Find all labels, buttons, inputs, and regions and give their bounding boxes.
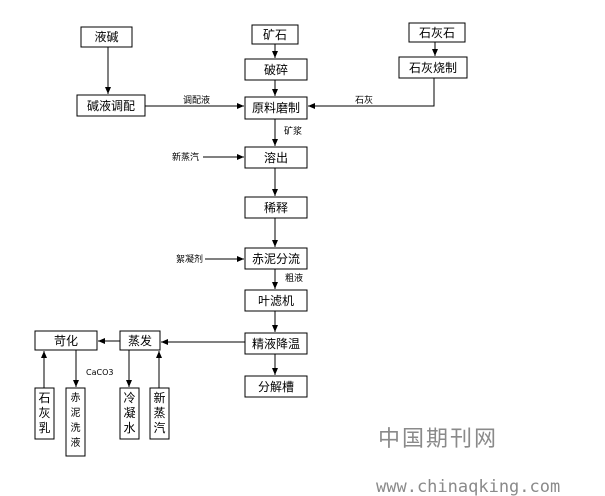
node-fine-liquor-cooling: 精液降温 bbox=[244, 332, 308, 355]
svg-text:石灰烧制: 石灰烧制 bbox=[409, 61, 457, 75]
node-fresh-steam-2: 新蒸汽 bbox=[149, 387, 170, 440]
svg-text:溶出: 溶出 bbox=[264, 150, 288, 165]
edge-label-lime: 石灰 bbox=[355, 94, 373, 106]
node-condensate: 冷凝水 bbox=[119, 387, 140, 440]
node-red-mud-wash: 赤泥洗液 bbox=[65, 387, 86, 457]
svg-text:蒸发: 蒸发 bbox=[128, 333, 152, 348]
edge-label-crude-liquor: 粗液 bbox=[285, 272, 303, 284]
svg-text:苛化: 苛化 bbox=[54, 334, 78, 348]
node-causticization: 苛化 bbox=[34, 330, 98, 351]
edge-label-flocculant: 絮凝剂 bbox=[176, 253, 203, 265]
edge-label-fresh-steam: 新蒸汽 bbox=[172, 151, 199, 163]
svg-text:破碎: 破碎 bbox=[264, 62, 288, 77]
svg-text:稀释: 稀释 bbox=[264, 201, 288, 215]
watermark-site-name: 中国期刊网 bbox=[378, 427, 498, 452]
node-raw-grinding: 原料磨制 bbox=[244, 96, 308, 120]
edge-label-slurry: 矿浆 bbox=[284, 125, 302, 137]
node-dilution: 稀释 bbox=[244, 196, 308, 219]
edge-label-blended-liquor: 调配液 bbox=[183, 94, 210, 106]
node-ore: 矿石 bbox=[251, 24, 299, 45]
svg-text:石灰石: 石灰石 bbox=[419, 26, 455, 40]
node-crushing: 破碎 bbox=[244, 58, 308, 81]
svg-text:矿石: 矿石 bbox=[263, 28, 287, 42]
node-caustic-blending: 碱液调配 bbox=[76, 94, 146, 117]
node-decomposition-tank: 分解槽 bbox=[244, 375, 308, 398]
svg-text:液碱: 液碱 bbox=[94, 29, 118, 44]
vertical-text: 石灰乳 bbox=[38, 391, 50, 435]
svg-text:赤泥分流: 赤泥分流 bbox=[252, 252, 300, 266]
watermark-url: www.chinaqking.com bbox=[376, 477, 560, 496]
edge-label-caco3: CaCO3 bbox=[86, 368, 113, 377]
svg-text:叶滤机: 叶滤机 bbox=[258, 294, 294, 308]
node-limestone: 石灰石 bbox=[408, 22, 466, 43]
vertical-text: 冷凝水 bbox=[123, 391, 135, 435]
node-digestion: 溶出 bbox=[244, 146, 308, 169]
svg-text:原料磨制: 原料磨制 bbox=[252, 101, 300, 115]
svg-text:精液降温: 精液降温 bbox=[252, 336, 300, 351]
edge-lime-to-grinding bbox=[308, 78, 435, 109]
node-liquid-caustic: 液碱 bbox=[80, 26, 133, 48]
node-evaporation: 蒸发 bbox=[119, 330, 161, 351]
svg-text:分解槽: 分解槽 bbox=[258, 380, 294, 394]
svg-text:碱液调配: 碱液调配 bbox=[87, 98, 135, 113]
vertical-text: 新蒸汽 bbox=[153, 390, 165, 435]
node-lime-burning: 石灰烧制 bbox=[398, 56, 468, 79]
node-lime-milk: 石灰乳 bbox=[34, 387, 55, 440]
node-red-mud-separation: 赤泥分流 bbox=[244, 247, 308, 270]
node-leaf-filter: 叶滤机 bbox=[244, 289, 308, 312]
vertical-text: 赤泥洗液 bbox=[71, 392, 81, 449]
